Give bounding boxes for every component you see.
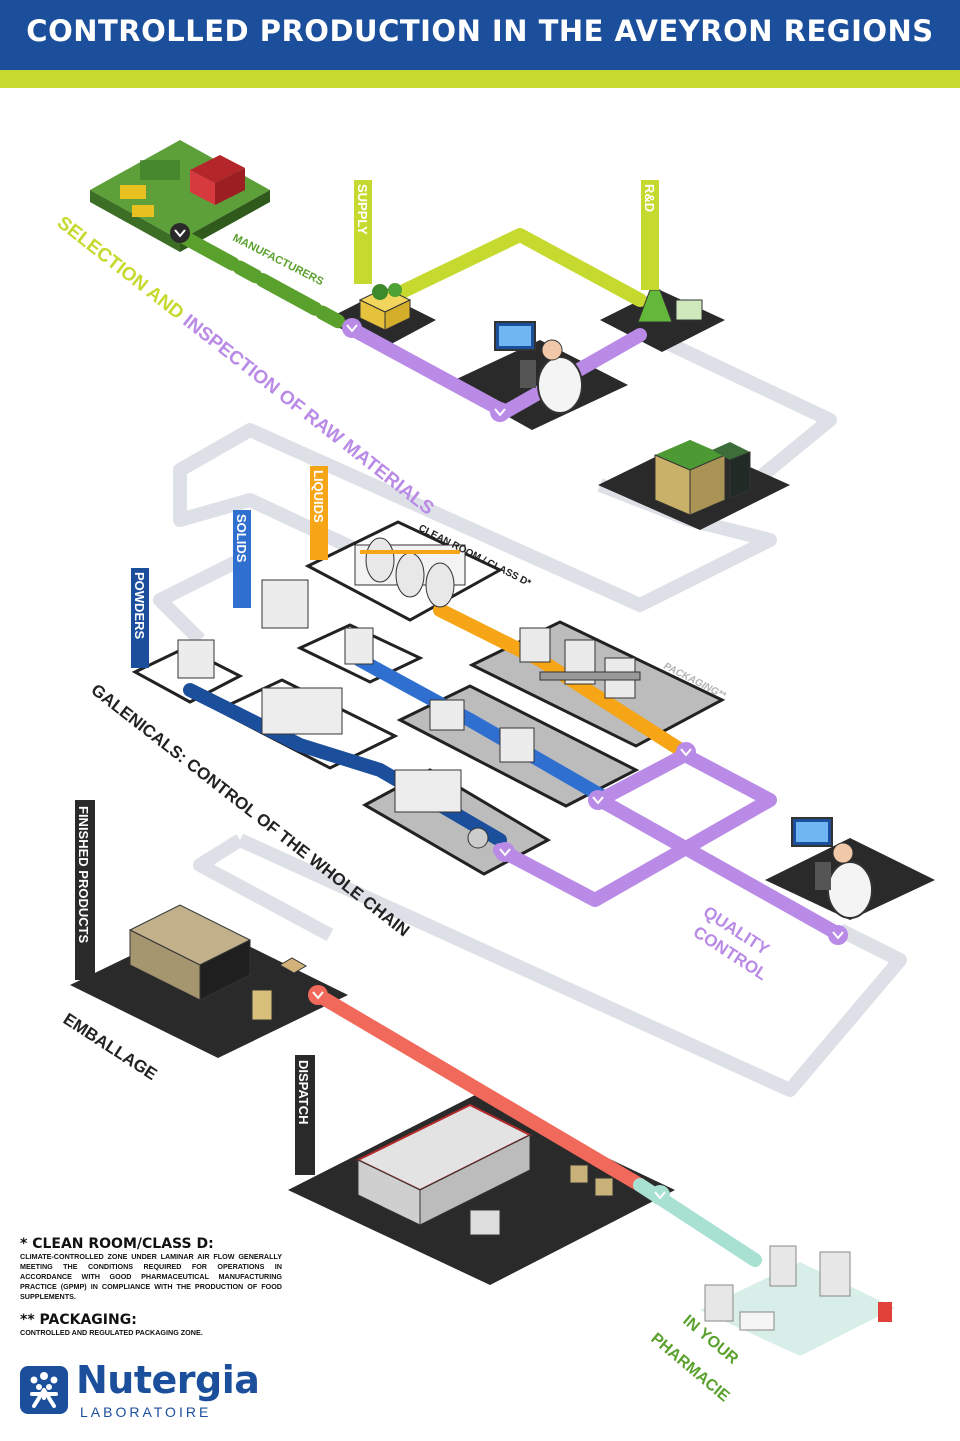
boxes-pallet-icon (128, 904, 307, 1021)
logo-subtitle: LABORATOIRE (80, 1404, 212, 1420)
header-bar (0, 0, 960, 70)
powders-machine-icon (177, 639, 489, 849)
solids-machine-icon (261, 579, 535, 763)
dispatch-line-icon (355, 1103, 614, 1236)
logo-name: Nutergia (76, 1358, 260, 1402)
page-title: CONTROLLED PRODUCTION IN THE AVEYRON REG… (26, 14, 934, 48)
flow-arrow-icon (308, 985, 328, 1005)
process-diagram: SUPPLY R&D POWDERS SOLIDS LIQUIDS FINISH… (53, 140, 935, 1406)
label-solids: SOLIDS (234, 514, 249, 563)
flow-arrow-icon (495, 842, 515, 862)
flow-arrow-icon (676, 742, 696, 762)
flow-arrow-icon (588, 790, 608, 810)
note-packaging-title: ** PACKAGING: (20, 1312, 137, 1328)
farm-icon (120, 155, 245, 217)
note-packaging-body: Controlled and regulated packaging zone. (20, 1328, 203, 1337)
flow-arrow-icon (490, 402, 510, 422)
liquids-tanks-icon (354, 537, 466, 608)
flow-arrow-icon (170, 223, 190, 243)
label-dispatch: DISPATCH (296, 1060, 311, 1125)
solids-path (353, 653, 607, 802)
flow-markers (170, 223, 848, 1205)
manufacturer-path (173, 228, 352, 332)
label-manufacturers: MANUFACTURERS (231, 232, 326, 288)
quality-technician-icon (791, 817, 873, 919)
emballage-path (311, 988, 647, 1192)
label-supply: SUPPLY (355, 184, 370, 235)
flow-arrow-icon (828, 925, 848, 945)
flow-arrow-icon (650, 1185, 670, 1205)
label-selection-inspection: SELECTION AND INSPECTION OF RAW MATERIAL… (53, 212, 438, 519)
grey-connector-paths (153, 323, 907, 1097)
label-finished-products: FINISHED PRODUCTS (76, 806, 91, 944)
note-clean-room-title: * CLEAN ROOM/CLASS D: (20, 1236, 214, 1252)
header-accent-stripe (0, 70, 960, 88)
lab-technician-icon (494, 321, 583, 414)
label-rd: R&D (642, 184, 657, 212)
flow-arrow-icon (342, 318, 362, 338)
footnotes: * CLEAN ROOM/CLASS D: Climate-controlled… (20, 1236, 282, 1348)
pharmacy-icon (704, 1245, 892, 1331)
nutergia-logo: Nutergia LABORATOIRE (20, 1358, 290, 1422)
crates-stock-icon (654, 440, 751, 516)
packaging-line-icon (519, 627, 641, 699)
quality-path (493, 748, 847, 942)
label-selection-part2: INSPECTION OF RAW MATERIALS (179, 311, 438, 520)
supply-crate-icon (358, 283, 412, 331)
nutergia-logo-icon (20, 1366, 68, 1414)
supply-rd-path (378, 228, 647, 307)
label-liquids: LIQUIDS (311, 470, 326, 523)
label-powders: POWDERS (132, 572, 147, 640)
note-clean-room-body: Climate-controlled zone under laminar ai… (20, 1252, 282, 1301)
